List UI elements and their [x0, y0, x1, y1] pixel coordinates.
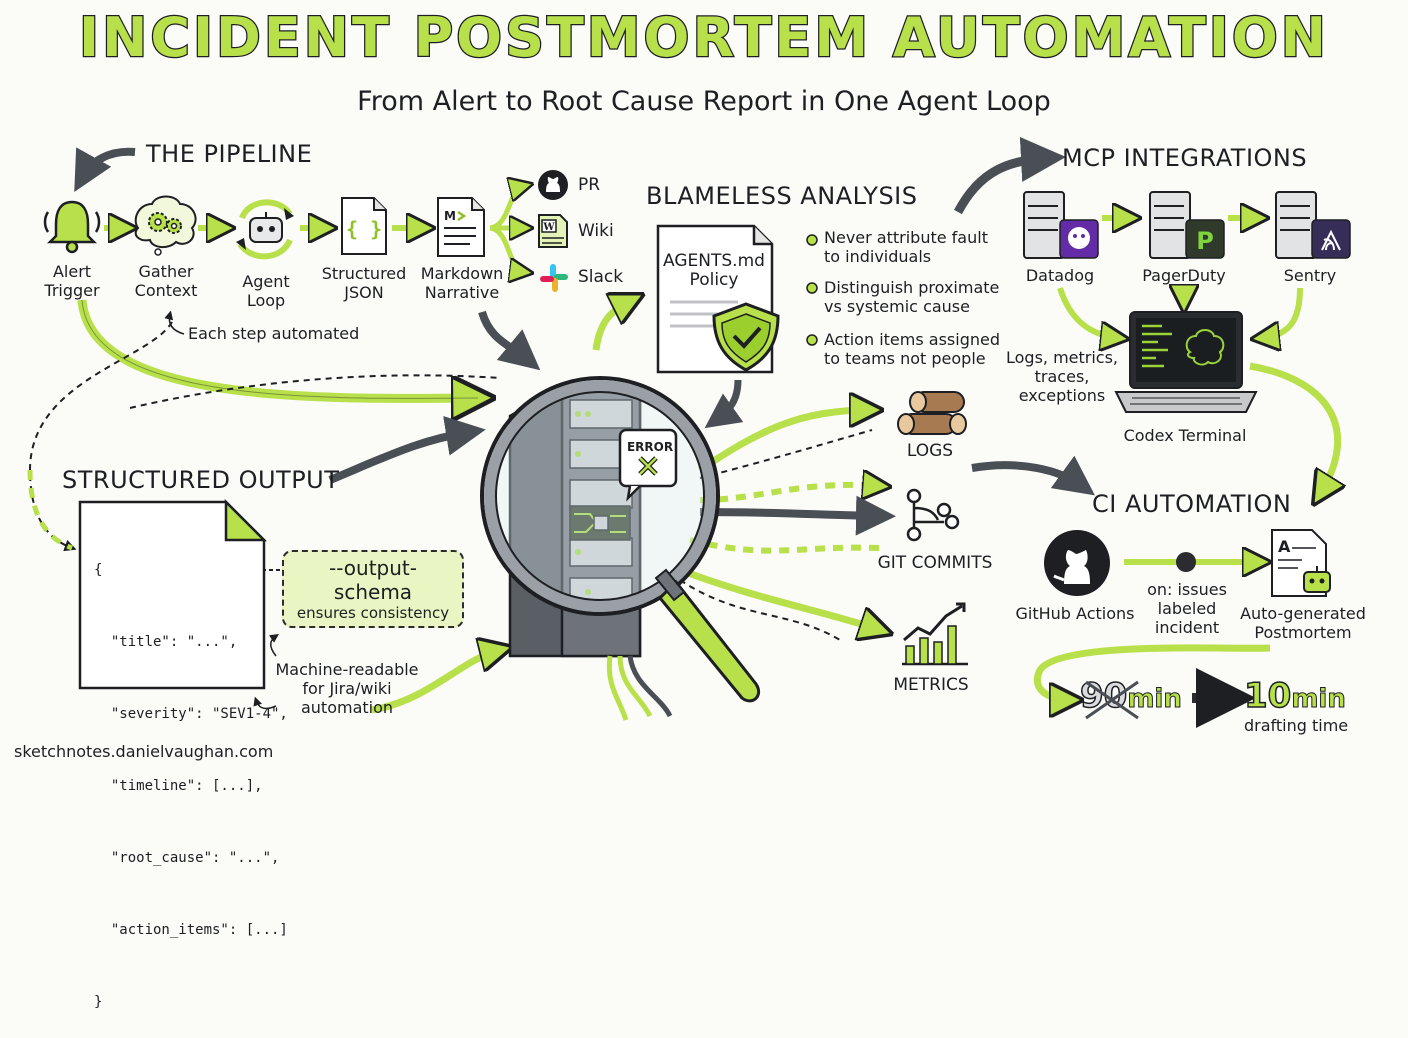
policy-document-icon: [656, 224, 780, 374]
terminal-to-ci-arrow: [1249, 362, 1338, 494]
output-fan-arrows: [489, 186, 524, 272]
narrative-to-magnifier-arrow: [478, 310, 541, 371]
trigger-node: [1176, 552, 1196, 572]
blameless-back-arrow: [704, 379, 744, 429]
logs-icon: [897, 391, 967, 435]
machine-readable-note-arrow: [269, 634, 279, 657]
server-label-pagerduty: PagerDuty: [1142, 266, 1226, 285]
gears-icon: [134, 195, 197, 256]
source-label-logs: LOGS: [906, 441, 954, 461]
pagerduty-server-icon: P: [1149, 191, 1225, 259]
wiki-icon: W: [538, 214, 568, 248]
machine-readable-arrow: [371, 650, 500, 714]
datadog-to-terminal-arrow: [1057, 287, 1118, 338]
svg-text:M: M: [444, 209, 456, 223]
output-label-slack: Slack: [578, 267, 624, 287]
metrics-chart-icon: [902, 602, 968, 666]
git-commits-icon: [906, 488, 960, 542]
pipeline-heading: THE PIPELINE: [146, 140, 313, 168]
drafting-time-note: drafting time: [1244, 716, 1349, 735]
github-icon: [538, 170, 568, 200]
logs-to-ci-arrow: [971, 455, 1095, 496]
postmortem-document-icon: A: [1271, 529, 1331, 597]
robot-icon: [1303, 571, 1331, 593]
svg-text:W: W: [542, 222, 555, 233]
server-label-sentry: Sentry: [1283, 266, 1337, 285]
each-step-note: Each step automated: [188, 324, 360, 343]
slack-icon: [540, 264, 568, 292]
source-label-metrics: METRICS: [893, 675, 969, 695]
structured-output-heading: STRUCTURED OUTPUT: [62, 466, 340, 494]
source-connectors: [678, 410, 880, 640]
bell-icon: [43, 200, 101, 254]
postmortem-to-time-arrow: [1033, 644, 1271, 700]
datadog-server-icon: [1023, 191, 1099, 259]
server-label-datadog: Datadog: [1025, 266, 1095, 285]
json-output-document: [78, 498, 268, 690]
ci-heading: CI AUTOMATION: [1092, 490, 1292, 518]
connector-layer: [27, 136, 1408, 728]
terminal-label: Codex Terminal: [1123, 426, 1247, 445]
svg-text:P: P: [1196, 227, 1214, 255]
brain-icon: [1185, 329, 1225, 366]
mcp-data-note: Logs, metrics,traces,exceptions: [1005, 348, 1119, 405]
svg-text:A: A: [1278, 537, 1291, 556]
json-output-code: { "title": "...", "severity": "SEV1-4", …: [94, 562, 288, 1010]
mcp-heading: MCP INTEGRATIONS: [1062, 144, 1308, 172]
github-actions-label: GitHub Actions: [1015, 604, 1135, 623]
blameless-heading: BLAMELESS ANALYSIS: [646, 182, 918, 210]
each-step-arrow: [164, 310, 185, 335]
pipeline-return-arrow: [74, 147, 136, 192]
alert-to-magnifier-arrow: [77, 299, 478, 398]
output-label-pr: PR: [578, 175, 601, 195]
robot-loop-icon: [236, 199, 294, 260]
output-schema-callout: --output-schema ensures consistency: [282, 550, 464, 628]
error-label: ERROR: [626, 440, 674, 454]
output-label-wiki: Wiki: [578, 221, 614, 241]
page-subtitle: From Alert to Root Cause Report in One A…: [357, 86, 1051, 117]
structured-output-arrow: [328, 416, 486, 484]
after-time: 10min: [1243, 675, 1346, 717]
magnifier-to-blameless-arrow: [592, 300, 632, 351]
sentry-to-terminal-arrow: [1262, 287, 1303, 338]
svg-text:{ }: { }: [346, 217, 382, 241]
rule-bullets: [806, 234, 818, 346]
blameless-to-mcp-arrow: [954, 136, 1066, 215]
machine-readable-note: Machine-readable for Jira/wiki automatio…: [275, 660, 419, 717]
json-document-icon: { }: [341, 197, 387, 255]
markdown-document-icon: M: [437, 197, 485, 257]
page-title: INCIDENT POSTMORTEM AUTOMATION: [78, 5, 1329, 71]
magnifier-server-illustration: [480, 376, 761, 721]
strike-through-mark: [1085, 680, 1139, 720]
source-label-git: GIT COMMITS: [877, 553, 993, 573]
dashed-loop-path: [28, 321, 173, 552]
sentry-server-icon: [1275, 191, 1351, 259]
footer-credit: sketchnotes.danielvaughan.com: [14, 742, 274, 761]
github-actions-icon: [1044, 530, 1110, 596]
laptop-terminal-icon: [1114, 311, 1258, 413]
